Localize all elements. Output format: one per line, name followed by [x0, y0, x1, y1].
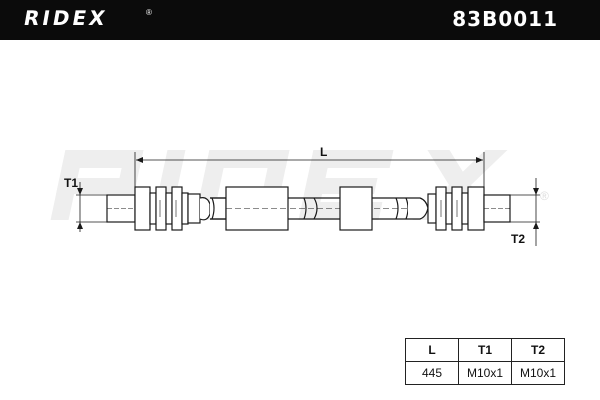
spec-header-thread2: T2	[511, 338, 565, 362]
watermark-registered: ®	[540, 189, 549, 203]
dimension-label-thread1: T1	[64, 176, 79, 190]
spec-table: L T1 T2 445 M10x1 M10x1	[405, 338, 565, 385]
brand-logo: RIDEX	[21, 6, 110, 30]
spec-value-thread2: M10x1	[511, 361, 565, 385]
spec-header-length: L	[405, 338, 459, 362]
dimension-label-thread2: T2	[511, 232, 526, 246]
header-bar: RIDEX ® 83B0011	[0, 0, 600, 40]
registered-mark: ®	[146, 8, 152, 17]
spec-header-thread1: T1	[458, 338, 512, 362]
brake-hose-drawing	[76, 152, 540, 246]
spec-value-thread1: M10x1	[458, 361, 512, 385]
spec-value-length: 445	[405, 361, 459, 385]
spec-table-header-row: L T1 T2	[405, 338, 565, 362]
part-number: 83B0011	[452, 7, 558, 31]
spec-table-value-row: 445 M10x1 M10x1	[405, 361, 565, 385]
dimension-label-length: L	[320, 145, 328, 159]
